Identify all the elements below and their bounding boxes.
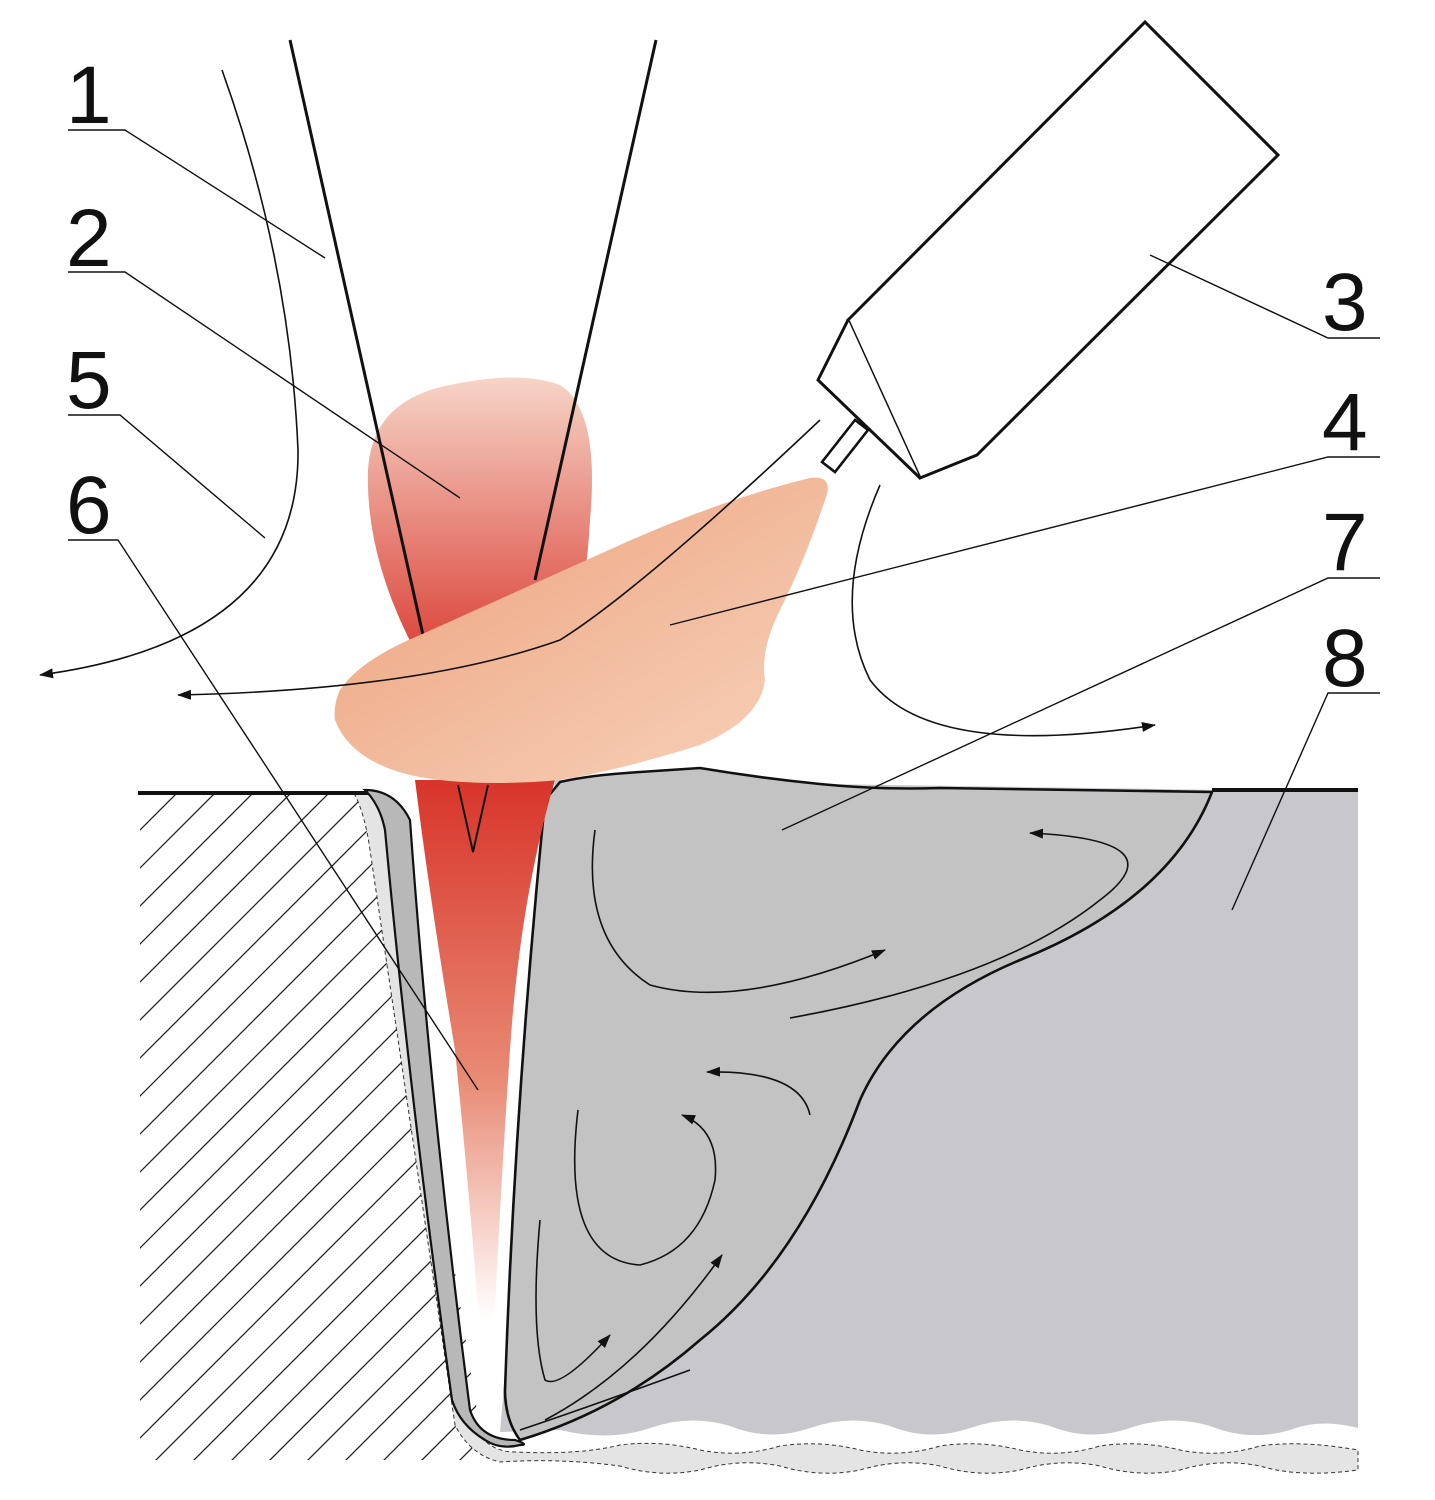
label-2: 2 — [66, 193, 112, 284]
leader-8 — [1231, 692, 1380, 911]
melt-flow-middle-vortex — [573, 1109, 717, 1266]
melt-flow-upper-vortex — [591, 829, 886, 994]
hatch-line — [140, 795, 267, 1460]
label-6: 6 — [66, 460, 112, 551]
laser-beam-left-edge — [288, 39, 425, 636]
hatch-line — [140, 795, 153, 1460]
leader-6 — [68, 539, 479, 1091]
melt-flow-upper-return — [789, 828, 1129, 1019]
melt-flow-lower-right — [544, 1254, 723, 1421]
label-8: 8 — [1322, 613, 1368, 704]
melt-flow-middle-return — [706, 1066, 811, 1116]
melt-flow-bottom — [519, 1369, 691, 1431]
laser-focus-tip — [457, 784, 489, 853]
hatch-line — [1428, 780, 1435, 1480]
hatch-line — [0, 780, 38, 1480]
label-1: 1 — [66, 50, 112, 141]
hatch-line — [1351, 795, 1360, 1460]
melt-flow-lower-left — [535, 1219, 611, 1383]
leader-4 — [669, 456, 1380, 626]
keyhole-liner — [362, 788, 526, 1448]
shielding-gas-flow-left — [39, 69, 299, 679]
torch-nozzle — [816, 319, 922, 480]
hatch-line — [140, 795, 419, 1460]
leader-5 — [68, 414, 266, 539]
hatch-line — [1390, 780, 1435, 1480]
leader-1 — [68, 129, 326, 259]
leader-3 — [1149, 254, 1380, 339]
weld-pool — [503, 766, 1214, 1442]
hatch-line — [0, 780, 76, 1480]
label-7: 7 — [1322, 497, 1368, 588]
hatch-line — [140, 795, 229, 1460]
label-3: 3 — [1322, 257, 1368, 348]
hatch-line — [140, 795, 381, 1460]
torch-body — [846, 19, 1281, 480]
hatch-line — [140, 795, 305, 1460]
label-4: 4 — [1322, 377, 1368, 468]
label-5: 5 — [66, 335, 112, 426]
shielding-gas-flow-right — [851, 484, 1156, 737]
hatch-line — [0, 780, 114, 1480]
torch-electrode — [820, 418, 870, 474]
laser-beam-right-edge — [533, 39, 658, 581]
vapour-flow-arrow — [177, 419, 821, 700]
vapour-cloud — [334, 477, 828, 784]
hatch-line — [140, 795, 457, 1460]
leader-7 — [781, 577, 1380, 831]
hatch-line — [140, 795, 343, 1460]
keyhole-plasma — [415, 780, 555, 1320]
leader-2 — [68, 271, 461, 499]
